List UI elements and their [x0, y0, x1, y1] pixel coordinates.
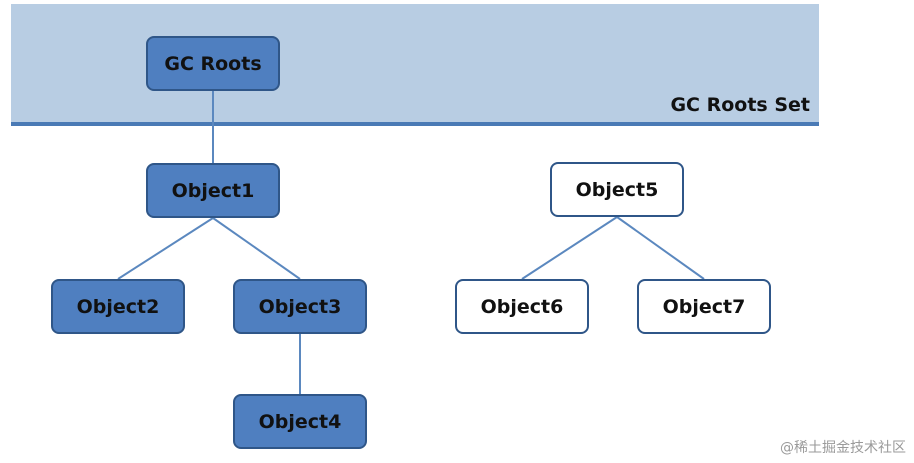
gc-roots-node: GC Roots: [146, 36, 280, 91]
object2-node: Object2: [51, 279, 185, 334]
gc-roots-set-label: GC Roots Set: [670, 94, 810, 116]
object3-node: Object3: [233, 279, 367, 334]
object7-node: Object7: [637, 279, 771, 334]
object4-node: Object4: [233, 394, 367, 449]
object1-node: Object1: [146, 163, 280, 218]
connector-object5-object7: [616, 216, 705, 280]
gc-roots-set-region: [11, 4, 819, 123]
source-watermark: @稀土掘金技术社区: [780, 440, 906, 456]
object6-node: Object6: [455, 279, 589, 334]
connector-object1-object2: [117, 217, 214, 280]
object5-node: Object5: [550, 162, 684, 217]
connector-object1-object3: [212, 217, 301, 280]
connector-object5-object6: [521, 216, 618, 280]
gc-roots-set-divider: [11, 122, 819, 126]
